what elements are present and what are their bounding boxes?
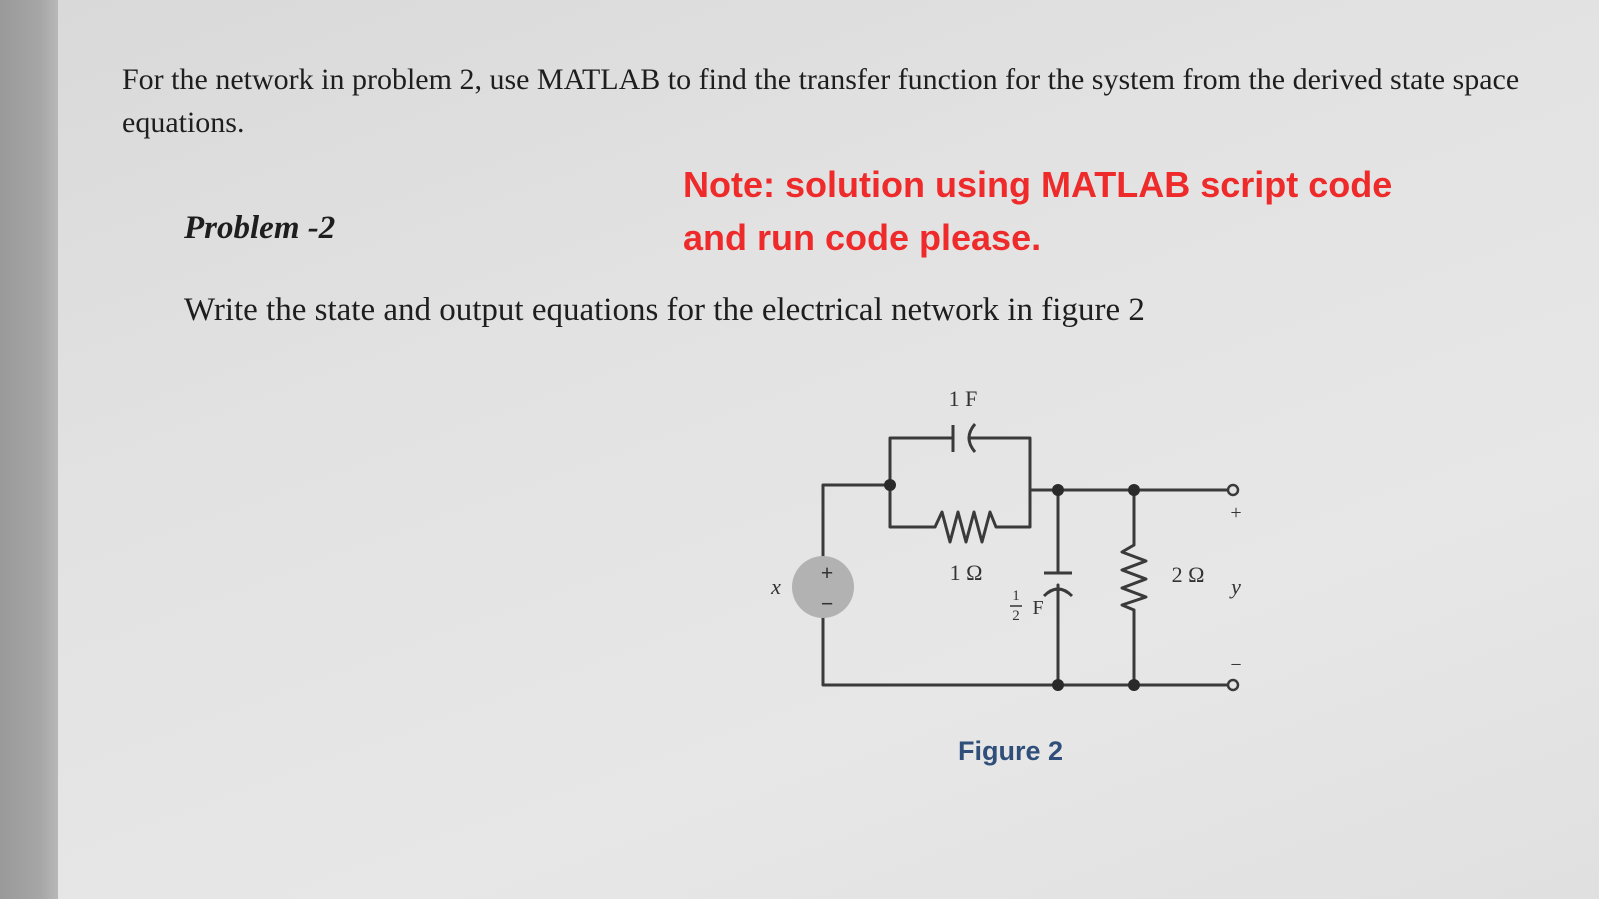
output-terminal-top <box>1226 483 1240 497</box>
wire-left <box>821 483 892 572</box>
junction-dot <box>1128 679 1140 691</box>
input-label: x <box>770 574 781 599</box>
wire-res-bottom-right <box>1001 488 1032 529</box>
junction-dot <box>1128 484 1140 496</box>
note-line-2: and run code please. <box>683 217 1042 258</box>
output-terminals <box>1226 483 1240 692</box>
resistor-2-label: 2 Ω <box>1172 562 1205 587</box>
output-terminal-bottom <box>1226 678 1240 692</box>
capacitor-top-label: 1 F <box>949 386 978 411</box>
voltage-source-icon <box>792 556 854 618</box>
output-plus-label: + <box>1230 502 1241 524</box>
output-minus-label: − <box>1230 654 1241 676</box>
wire-cap-top-right <box>967 436 1032 492</box>
wire-res-bottom-left <box>888 483 937 529</box>
wire-cap-top <box>888 436 955 487</box>
intro-text: For the network in problem 2, use MATLAB… <box>122 63 1520 139</box>
source-plus-label: + <box>821 560 834 585</box>
capacitor-1f-icon <box>951 423 977 453</box>
junction-dot <box>1052 679 1064 691</box>
capacitor-half-f-icon <box>1042 571 1074 598</box>
figure-caption: Figure 2 <box>958 736 1064 766</box>
problem-heading: Problem -2 <box>184 210 336 246</box>
output-label: y <box>1229 574 1241 599</box>
junction-dot <box>884 479 896 491</box>
note-line-1: Note: solution using MATLAB script code <box>683 164 1393 205</box>
wire-bottom <box>821 603 1235 687</box>
capacitor-mid-fraction-den: 2 <box>1012 608 1020 624</box>
note-text: Note: solution using MATLAB script code … <box>683 158 1443 264</box>
capacitor-mid-fraction-num: 1 <box>1012 588 1020 604</box>
capacitor-mid-value: F <box>1032 597 1043 619</box>
problem-statement: Write the state and output equations for… <box>184 292 1145 328</box>
resistor-1-ohm-icon <box>933 510 1003 544</box>
junction-dots <box>884 479 1140 691</box>
screen <box>58 0 1599 899</box>
source-minus-label: − <box>821 591 834 616</box>
resistor-2-ohm-icon <box>1120 543 1148 612</box>
resistor-1-label: 1 Ω <box>950 560 983 585</box>
junction-dot <box>1052 484 1064 496</box>
